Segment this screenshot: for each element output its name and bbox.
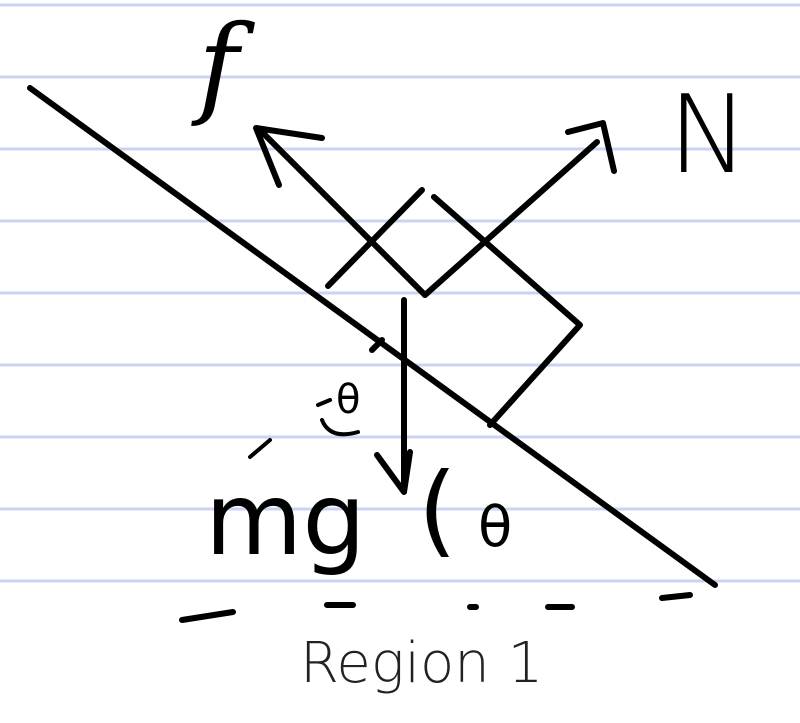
normal-force-label: N — [668, 73, 749, 198]
accent-mark — [248, 438, 272, 459]
angle-tick — [369, 337, 385, 353]
friction-arrow — [253, 125, 428, 298]
block — [325, 187, 583, 428]
angle-label-bottom: θ — [478, 495, 513, 560]
region-caption: Region 1 — [300, 631, 544, 696]
paren-mark: ( — [418, 451, 458, 568]
weight-arrow — [374, 297, 413, 495]
horizontal-dashes — [179, 592, 693, 623]
friction-label: f — [198, 1, 239, 129]
angle-arc-top — [316, 398, 360, 437]
angle-label-top: θ — [336, 377, 361, 423]
ruled-lines — [0, 3, 800, 583]
normal-force-arrow — [422, 120, 617, 298]
incline-surface — [27, 85, 718, 588]
weight-label: mg — [205, 461, 366, 578]
